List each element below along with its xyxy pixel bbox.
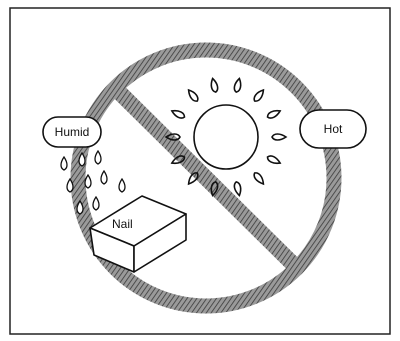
nail-label: Nail	[112, 217, 133, 231]
hot-label: Hot	[324, 122, 343, 136]
humid-label: Humid	[55, 125, 90, 139]
humid-label-bubble: Humid	[43, 117, 101, 147]
hot-label-bubble: Hot	[300, 110, 366, 148]
